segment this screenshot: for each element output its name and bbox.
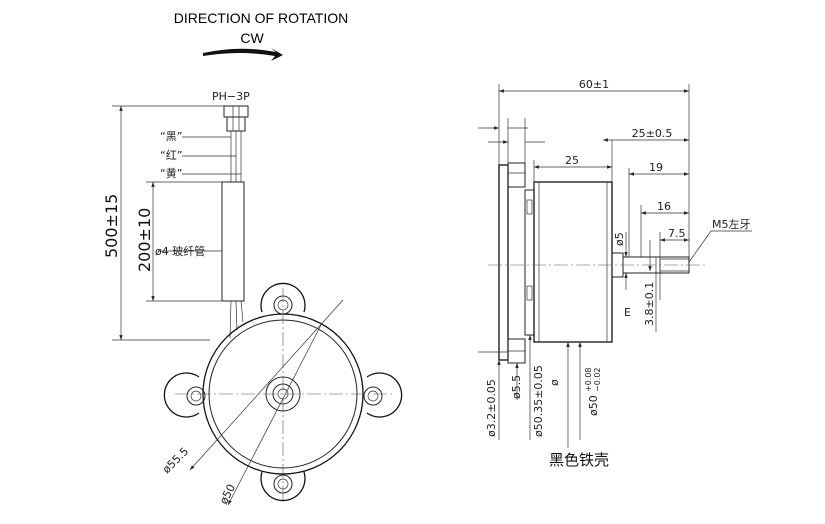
shaft-diameter-dim: ø5: [613, 232, 626, 246]
wire-label-yellow: “黄”: [160, 166, 182, 180]
shell-diameter-dim: ø50: [587, 395, 600, 416]
outer-diameter-dim: ø55.5: [160, 445, 191, 476]
dim-7-5: 7.5: [668, 227, 686, 240]
shell-tol-lower: −0.02: [593, 367, 602, 392]
flat-label: E: [624, 306, 631, 319]
thread-label: M5左牙: [712, 218, 751, 231]
overall-length-dim: 60±1: [579, 78, 609, 91]
sleeve-label: ø4 玻纤管: [155, 244, 205, 258]
shaft-extent-dim: 25±0.5: [632, 127, 673, 140]
sleeve-length-dim: 200±10: [135, 208, 154, 272]
wire-label-black: “黑”: [160, 130, 182, 143]
shell-label: 黑色铁壳: [549, 451, 609, 469]
shell-tol-upper: +0.08: [584, 367, 593, 392]
pilot-diameter-dim: ø50.35±0.05: [532, 365, 545, 437]
dim-19: 19: [649, 161, 663, 174]
dim-16: 16: [657, 200, 671, 213]
total-length-dim: 500±15: [102, 194, 121, 258]
fiberglass-sleeve: [221, 181, 245, 302]
hole-diameter-dim: ø3.2±0.05: [485, 379, 498, 437]
body-diameter-dim: ø50: [217, 482, 238, 506]
direction-label: DIRECTION OF ROTATION: [174, 10, 348, 26]
body-length-dim: 25: [565, 154, 579, 167]
pilot-diameter-small: ø: [548, 379, 561, 386]
lead-wires: [229, 131, 244, 339]
connector-label: PH−3P: [212, 90, 250, 103]
rotation-arrow-icon: [203, 48, 283, 61]
wire-label-red: “红”: [160, 149, 182, 162]
flat-dim: 3.8±0.1: [643, 282, 656, 326]
boss-diameter-dim: ø5.5: [510, 375, 523, 399]
motor-front-view: [163, 282, 403, 506]
connector: [223, 105, 249, 132]
rotation-label: CW: [240, 30, 264, 46]
motor-side-view: [488, 162, 708, 364]
